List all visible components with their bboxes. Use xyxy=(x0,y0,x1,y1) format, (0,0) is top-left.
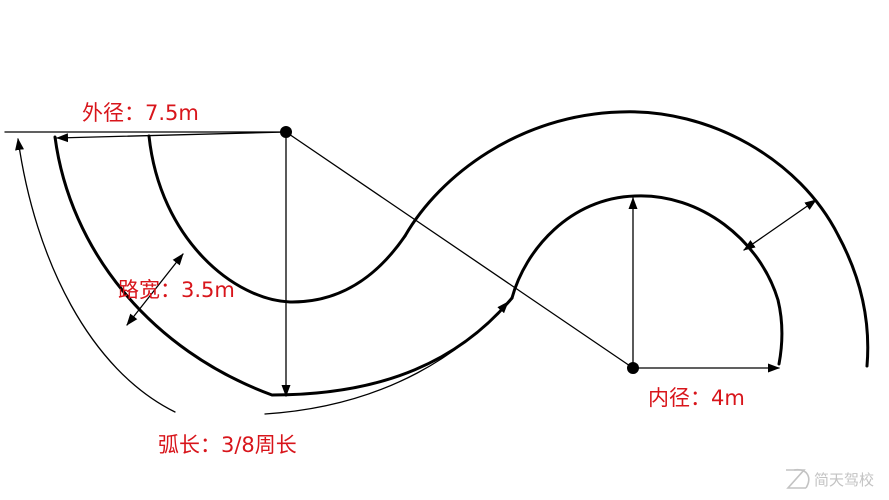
right-curve-inner-edge xyxy=(510,194,784,366)
watermark-text: 简天驾校 xyxy=(814,471,874,489)
outer-radius-label: 外径：7.5m xyxy=(82,101,199,125)
road-width-arrow-right xyxy=(743,199,817,251)
road-width-arrow-left xyxy=(126,253,184,326)
road-width-label: 路宽：3.5m xyxy=(118,278,235,302)
watermark-logo: 简天驾校 xyxy=(786,468,874,489)
arc-length-curve xyxy=(15,138,176,413)
right-curve-outer-edge xyxy=(403,110,870,368)
left-curve-inner-edge xyxy=(147,134,407,304)
center-connector-line xyxy=(285,131,634,369)
left-curve-center-point xyxy=(280,126,292,138)
right-curve-center-point xyxy=(627,362,639,374)
inner-radius-label: 内径：4m xyxy=(648,386,745,410)
arc-length-label: 弧长：3/8周长 xyxy=(158,433,297,457)
arc-length-curve-lower xyxy=(264,301,509,415)
outer-radius-arrow xyxy=(56,131,287,143)
left-curve-outer-edge xyxy=(53,135,514,397)
